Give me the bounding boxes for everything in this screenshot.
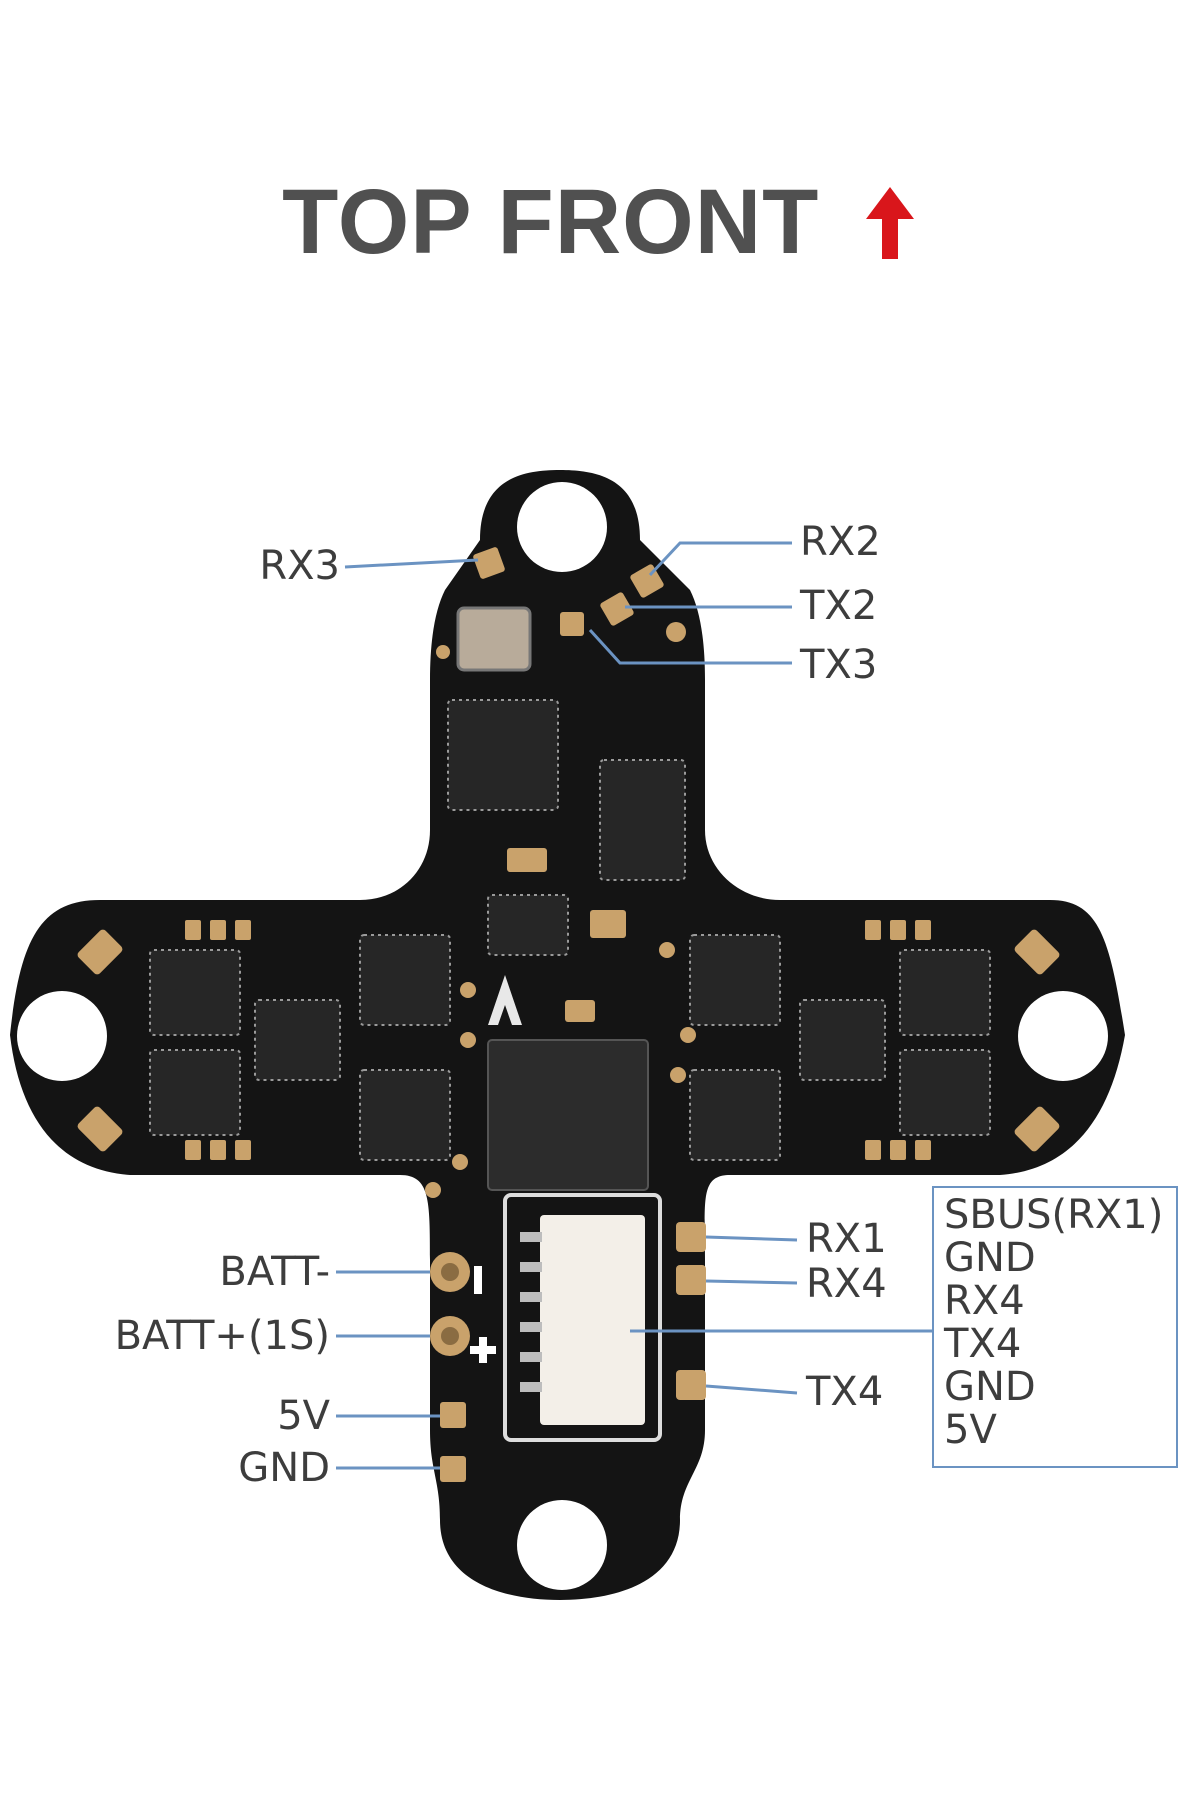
pad-via: [666, 622, 686, 642]
pinout-item: 5V: [944, 1407, 997, 1453]
page-title: TOP FRONT: [0, 170, 1200, 275]
leader-lines: [336, 541, 932, 1470]
pinout-item: RX4: [944, 1278, 1025, 1324]
label-gnd: GND: [238, 1445, 330, 1491]
label-rx2: RX2: [800, 519, 881, 565]
pad-tx2: [600, 592, 634, 626]
mount-hole-bottom: [517, 1500, 607, 1590]
title-text: TOP FRONT: [282, 171, 820, 273]
pad-gnd: [440, 1456, 466, 1482]
label-batt-plus: BATT+(1S): [114, 1313, 330, 1359]
label-rx1: RX1: [806, 1216, 887, 1262]
crystal: [456, 606, 532, 672]
pad-rx1: [676, 1222, 706, 1252]
pad-rx3: [473, 547, 505, 579]
label-tx2: TX2: [800, 583, 878, 629]
power-pads: [440, 1402, 466, 1482]
label-5v: 5V: [277, 1393, 330, 1439]
motor-pads: [77, 929, 1060, 1152]
pad-tx4: [676, 1370, 706, 1400]
label-rx3: RX3: [259, 543, 340, 589]
battery-pads: [430, 1252, 470, 1356]
pad-rx4: [676, 1265, 706, 1295]
pinout-item: TX4: [944, 1321, 1022, 1367]
mcu-chip: [487, 1039, 649, 1191]
uart-pads-top: [473, 547, 686, 642]
pinout-item: SBUS(RX1): [944, 1192, 1164, 1238]
connector-pinout-box: SBUS(RX1) GND RX4 TX4 GND 5V: [932, 1186, 1178, 1468]
arrow-up-icon: [865, 186, 914, 259]
components: [185, 645, 931, 1198]
uart-pads-right: [676, 1222, 706, 1400]
mount-hole-right: [1018, 991, 1108, 1081]
connector-pins: [520, 1232, 542, 1392]
pinout-item: GND: [944, 1364, 1036, 1410]
logo-mark: [488, 975, 522, 1025]
mount-hole-left: [17, 991, 107, 1081]
pad-tx3: [560, 612, 584, 636]
silkscreen: [470, 1266, 496, 1363]
pinout-item: GND: [944, 1235, 1036, 1281]
label-tx3: TX3: [800, 642, 878, 688]
connector-body: [540, 1215, 645, 1425]
pad-5v: [440, 1402, 466, 1428]
label-batt-minus: BATT-: [219, 1249, 330, 1295]
mount-hole-top: [517, 482, 607, 572]
label-rx4: RX4: [806, 1261, 887, 1307]
chips: [149, 699, 991, 1161]
pad-rx2: [630, 564, 664, 598]
pcb-board: [10, 470, 1125, 1600]
label-tx4: TX4: [806, 1369, 884, 1415]
